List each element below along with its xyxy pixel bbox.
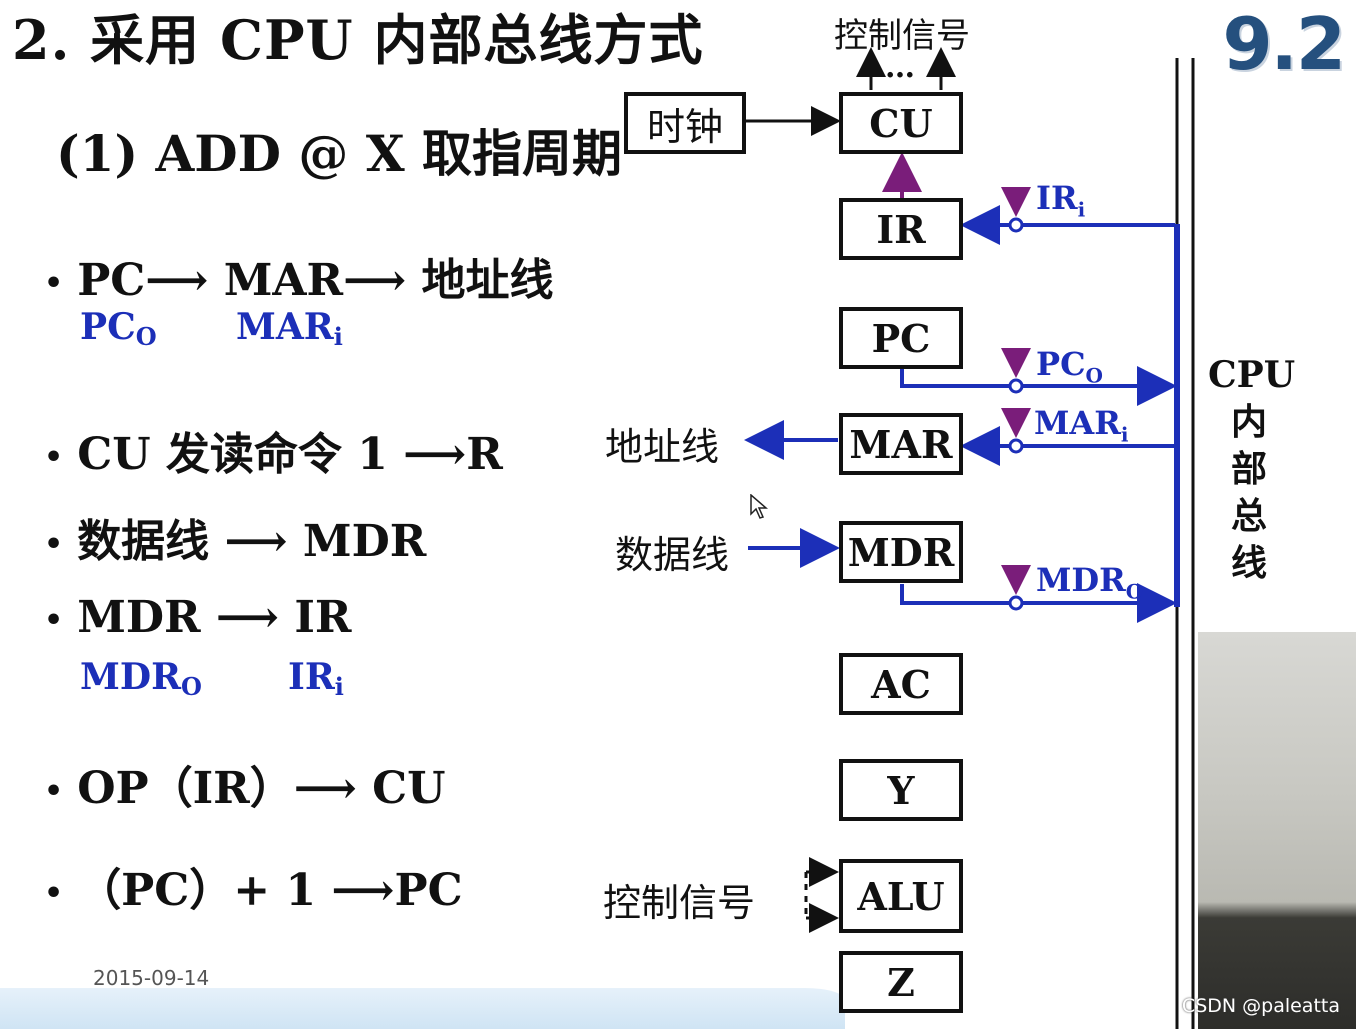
control-signal-top-label: 控制信号 <box>834 16 970 56</box>
ellipsis-dots: … <box>885 50 915 85</box>
step-4: • MDR ⟶ IR <box>44 592 351 643</box>
mouse-cursor-icon <box>750 494 768 519</box>
address-line-label: 地址线 <box>605 425 720 469</box>
register-y: Y <box>839 759 963 821</box>
step-6-text: （PC）+ 1 ⟶PC <box>77 865 463 916</box>
alu-control-label: 控制信号 <box>603 881 756 925</box>
signal-pc-out: PCO <box>80 306 157 351</box>
clock-box: 时钟 <box>624 92 746 154</box>
step-6: • （PC）+ 1 ⟶PC <box>44 854 463 918</box>
pc-to-bus <box>900 366 1177 406</box>
step-2: • CU 发读命令 1 ⟶R <box>44 418 503 482</box>
step-5-text: OP（IR）⟶ CU <box>77 763 446 814</box>
step-3: • 数据线 ⟶ MDR <box>44 505 426 569</box>
signal-mar-in: MARi <box>236 306 343 351</box>
step-2-text: CU 发读命令 1 ⟶R <box>77 429 503 480</box>
mdr-to-bus <box>900 583 1177 623</box>
step-1-text: PC⟶ MAR⟶ 地址线 <box>77 255 554 306</box>
step-3-text: 数据线 ⟶ MDR <box>77 516 427 567</box>
bus-signal-mdr-out: MDRO <box>1036 561 1144 604</box>
bottom-wave-decoration <box>0 988 845 1029</box>
register-z: Z <box>839 951 963 1013</box>
register-mdr: MDR <box>839 521 963 583</box>
bus-signal-mar-in: MARi <box>1034 404 1129 447</box>
register-ir: IR <box>839 198 963 260</box>
section-subtitle: (1) ADD @ X 取指周期 <box>56 124 623 183</box>
slide-number-badge: 9.2 <box>1222 2 1346 86</box>
watermark: CSDN @paleatta <box>1181 995 1340 1017</box>
register-pc: PC <box>839 307 963 369</box>
step-4-text: MDR ⟶ IR <box>77 592 352 643</box>
bus-signal-ir-in: IRi <box>1036 179 1086 222</box>
internal-bus-label: CPU 内 部 总 线 <box>1208 354 1296 584</box>
bullet: • <box>44 440 64 475</box>
register-mar: MAR <box>839 413 963 475</box>
register-alu: ALU <box>839 859 963 933</box>
page-title: 2. 采用 CPU 内部总线方式 <box>12 8 704 72</box>
bullet: • <box>44 774 64 809</box>
bus-signal-pc-out: PCO <box>1036 345 1103 388</box>
bullet: • <box>44 266 64 301</box>
bullet: • <box>44 603 64 638</box>
bullet: • <box>44 527 64 562</box>
signal-ir-in: IRi <box>288 656 344 701</box>
video-overlay <box>1198 632 1356 1029</box>
step-5: • OP（IR）⟶ CU <box>44 752 446 816</box>
bullet: • <box>44 876 64 911</box>
step-1: • PC⟶ MAR⟶ 地址线 <box>44 244 554 308</box>
slide-date: 2015-09-14 <box>93 966 210 990</box>
data-line-label: 数据线 <box>615 533 730 577</box>
register-ac: AC <box>839 653 963 715</box>
signal-mdr-out: MDRO <box>80 656 202 701</box>
register-cu: CU <box>839 92 963 154</box>
